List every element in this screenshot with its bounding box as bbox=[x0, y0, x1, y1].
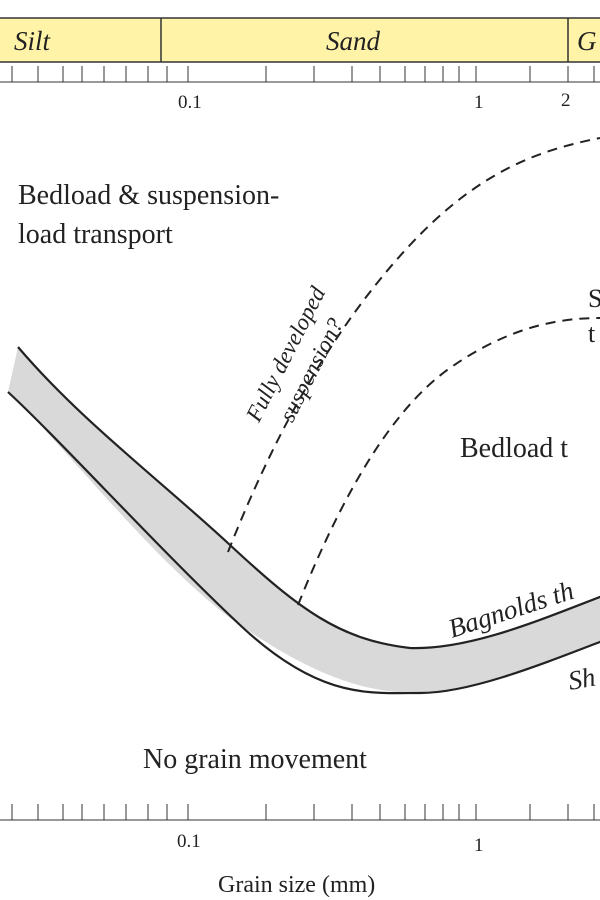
region-label-top-right-fragment-1: S bbox=[588, 284, 600, 313]
region-label-bedload-suspension-line1: Bedload & suspension- bbox=[18, 180, 279, 211]
header-bar-background bbox=[0, 17, 600, 63]
bottom-axis-title: Grain size (mm) bbox=[218, 872, 375, 898]
bottom-axis: 0.1 1 Grain size (mm) bbox=[0, 804, 600, 898]
region-label-bedload-suspension-line2: load transport bbox=[18, 219, 173, 250]
header-class-sand: Sand bbox=[326, 26, 381, 56]
region-label-top-right-fragment-2: t bbox=[588, 319, 596, 348]
threshold-band-fill bbox=[8, 347, 600, 693]
top-axis: 0.1 1 2 bbox=[0, 66, 600, 113]
top-tick-label-1: 1 bbox=[474, 92, 484, 113]
shields-threshold-curve bbox=[7, 391, 600, 695]
top-axis-ticks bbox=[11, 66, 595, 82]
header-class-silt: Silt bbox=[14, 26, 52, 56]
bottom-axis-ticks bbox=[11, 804, 595, 820]
bagnold-threshold-curve bbox=[17, 346, 600, 650]
bottom-tick-label-0-1: 0.1 bbox=[177, 831, 201, 852]
threshold-band bbox=[7, 346, 600, 695]
suspension-onset-boundary bbox=[297, 317, 600, 606]
region-label-bedload: Bedload t bbox=[460, 433, 568, 464]
top-tick-label-0-1: 0.1 bbox=[178, 92, 202, 113]
top-tick-label-2: 2 bbox=[561, 90, 571, 111]
region-label-no-movement: No grain movement bbox=[143, 744, 367, 775]
fully-developed-suspension-boundary bbox=[227, 137, 600, 553]
header-class-gravel: G bbox=[577, 26, 597, 56]
fully-developed-label-group: Fully developed suspension? bbox=[241, 282, 349, 426]
bottom-tick-label-1: 1 bbox=[474, 835, 484, 856]
curve-label-shields: Sh bbox=[566, 662, 598, 696]
grain-class-bar: Silt Sand G bbox=[0, 17, 600, 63]
